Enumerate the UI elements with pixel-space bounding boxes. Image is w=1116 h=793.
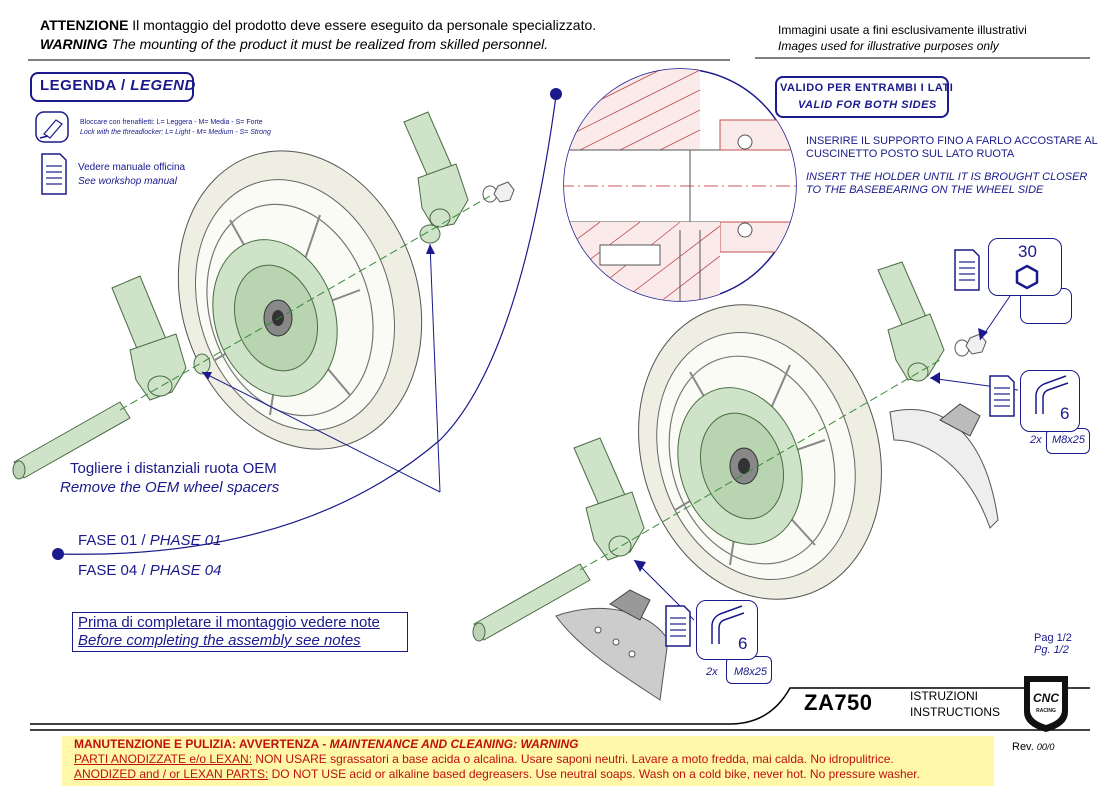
hex-nut-icon xyxy=(1015,264,1039,290)
hex-key-icon-top xyxy=(1035,375,1069,414)
bolt-spec-top: M8x25 xyxy=(1052,434,1086,446)
qty-top: 2x xyxy=(1030,434,1042,446)
phase-connector-line xyxy=(57,95,557,555)
revision: Rev. 00/0 xyxy=(1012,741,1055,753)
maintenance-it: PARTI ANODIZZATE e/o LEXAN: NON USARE sg… xyxy=(74,752,894,766)
hex-size-bottom: 6 xyxy=(738,634,748,653)
detail-section-view xyxy=(563,68,797,302)
legend-box xyxy=(30,72,194,102)
maintenance-en: ANODIZED and / or LEXAN PARTS: DO NOT US… xyxy=(74,767,920,781)
insert-holder-it: INSERIRE IL SUPPORTO FINO A FARLO ACCOST… xyxy=(806,135,1098,160)
maintenance-title: MANUTENZIONE E PULIZIA: AVVERTENZA - MAI… xyxy=(74,737,579,751)
torque-value: 30 xyxy=(1018,242,1037,261)
manual-icon-torque xyxy=(954,249,980,291)
svg-text:CNC: CNC xyxy=(1033,691,1059,705)
right-wheel-assembly xyxy=(472,261,1019,701)
image-note: Immagini usate a fini esclusivamente ill… xyxy=(778,23,1027,53)
hex-key-callout-top xyxy=(1020,370,1080,432)
phase-01-label: FASE 01 / PHASE 01 xyxy=(78,532,222,549)
phase-dot-top xyxy=(550,88,562,100)
legend-threadlocker-it: Bloccare con frenafiletti: L= Leggera - … xyxy=(80,119,263,126)
warning-it: ATTENZIONE Il montaggio del prodotto dev… xyxy=(40,17,597,33)
insert-holder-en: INSERT THE HOLDER UNTIL IT IS BROUGHT CL… xyxy=(806,171,1088,196)
model-code: ZA750 xyxy=(804,690,873,715)
legend-title: LEGENDA / LEGEND xyxy=(40,77,196,94)
manual-icon-hex-top xyxy=(989,375,1015,417)
notes-it: Prima di completare il montaggio vedere … xyxy=(78,614,380,631)
notes-en: Before completing the assembly see notes xyxy=(78,632,361,649)
valid-both-sides-it: VALIDO PER ENTRAMBI I LATI xyxy=(780,82,954,94)
valid-both-sides-box xyxy=(775,76,949,118)
manual-icon-hex-bottom xyxy=(665,605,691,647)
phase-dot-bottom xyxy=(52,548,64,560)
notes-box xyxy=(72,612,408,652)
warning-en: WARNING The mounting of the product it m… xyxy=(40,36,549,52)
phase-04-label: FASE 04 / PHASE 04 xyxy=(78,562,222,579)
svg-text:RACING: RACING xyxy=(1036,708,1056,714)
legend-threadlocker-en: Lock with the threadlocker: L= Light - M… xyxy=(80,129,271,136)
bolt-spec-bottom: M8x25 xyxy=(734,666,768,678)
legend-manual-it: Vedere manuale officina xyxy=(78,162,186,173)
hex-spec-top-box xyxy=(1046,428,1090,454)
threadlocker-icon xyxy=(35,111,69,143)
hex-size-top: 6 xyxy=(1060,404,1070,423)
left-wheel-assembly xyxy=(12,111,515,493)
cnc-racing-logo: CNC RACING xyxy=(1024,676,1068,732)
qty-bottom: 2x xyxy=(706,666,718,678)
remove-spacers-it: Togliere i distanziali ruota OEM xyxy=(70,460,277,477)
valid-both-sides-en: VALID FOR BOTH SIDES xyxy=(798,99,937,111)
remove-spacers-en: Remove the OEM wheel spacers xyxy=(60,479,280,496)
hex-key-icon-bottom xyxy=(711,605,745,644)
hex-spec-bottom-box xyxy=(726,656,772,684)
maintenance-warning-bar xyxy=(62,736,994,786)
legend-manual-en: See workshop manual xyxy=(78,176,177,187)
manual-icon xyxy=(41,153,67,195)
hex-key-callout-bottom xyxy=(696,600,758,660)
